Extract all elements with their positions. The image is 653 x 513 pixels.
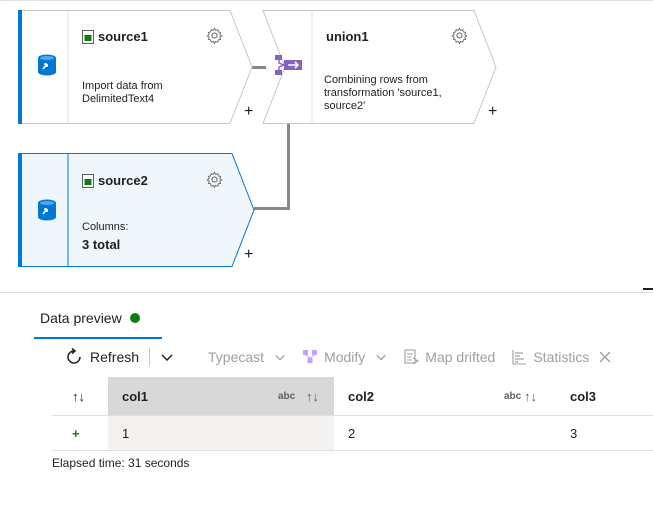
column-type-tag: abc bbox=[278, 391, 296, 402]
chevron-down-icon bbox=[376, 354, 387, 361]
statistics-button[interactable]: Statistics bbox=[511, 349, 589, 365]
tab-data-preview-label: Data preview bbox=[40, 310, 122, 326]
statistics-label: Statistics bbox=[533, 349, 590, 365]
node-source1-shape bbox=[18, 10, 253, 124]
gear-icon[interactable] bbox=[206, 171, 223, 188]
column-header-col2-label: col2 bbox=[348, 388, 375, 404]
refresh-label: Refresh bbox=[90, 349, 140, 365]
column-type-tag: abc bbox=[504, 391, 522, 402]
gear-icon[interactable] bbox=[206, 27, 223, 44]
typecast-button[interactable]: Typecast bbox=[208, 349, 286, 365]
connector-source1-union1 bbox=[252, 66, 266, 69]
node-source1-description: Import data from DelimitedText4 bbox=[82, 80, 163, 106]
column-header-col3-label: col3 bbox=[570, 388, 597, 404]
node-source2-columns-count: 3 total bbox=[82, 237, 121, 252]
map-drifted-icon bbox=[404, 349, 420, 365]
node-union1-description: Combining rows from transformation 'sour… bbox=[324, 74, 442, 113]
node-source1-title: source1 bbox=[98, 29, 148, 44]
node-union1-desc-line3: source2' bbox=[324, 100, 366, 112]
refresh-icon bbox=[67, 347, 81, 364]
dataflow-canvas[interactable]: source1 Import data from DelimitedText4 … bbox=[0, 0, 653, 292]
panel-resize-handle[interactable] bbox=[643, 288, 653, 290]
table-cell-value: 3 bbox=[570, 425, 578, 441]
grid-header-row: ↑↓ col1 abc ↑↓ col2 abc ↑↓ col3 bbox=[52, 377, 653, 416]
table-cell-value: 1 bbox=[122, 425, 130, 441]
node-union1-desc-line2: transformation 'source1, bbox=[324, 87, 442, 99]
node-source2-title: source2 bbox=[98, 173, 148, 188]
union-icon bbox=[275, 55, 302, 75]
elapsed-time: Elapsed time: 31 seconds bbox=[52, 456, 190, 470]
node-source2[interactable]: source2 Columns: 3 total + bbox=[18, 153, 256, 267]
modify-icon bbox=[303, 350, 318, 363]
preview-toolbar: Refresh Typecast Modify Map drifted bbox=[64, 344, 611, 370]
table-cell[interactable]: 2 bbox=[334, 416, 558, 450]
modify-button[interactable]: Modify bbox=[302, 349, 387, 365]
connector-source2-horizontal bbox=[254, 207, 290, 210]
gear-icon[interactable] bbox=[451, 27, 468, 44]
node-source1-title-row: source1 bbox=[82, 29, 148, 44]
top-rule bbox=[0, 0, 653, 1]
map-drifted-button[interactable]: Map drifted bbox=[403, 349, 495, 365]
refresh-button[interactable]: Refresh bbox=[64, 347, 139, 367]
database-icon bbox=[38, 54, 56, 76]
database-icon bbox=[38, 199, 56, 221]
table-row[interactable]: + 1 2 3 bbox=[52, 416, 653, 451]
close-icon[interactable] bbox=[599, 351, 611, 363]
toolbar-separator bbox=[149, 348, 151, 366]
node-source1-accent-bar bbox=[18, 10, 22, 124]
node-source2-accent-bar bbox=[18, 153, 22, 267]
typecast-label: Typecast bbox=[208, 349, 265, 365]
node-union1-title: union1 bbox=[326, 29, 369, 44]
add-transform-button[interactable]: + bbox=[244, 103, 254, 120]
modify-label: Modify bbox=[324, 349, 366, 365]
node-source2-description: Columns: 3 total bbox=[82, 221, 128, 251]
column-header-col1-label: col1 bbox=[122, 388, 149, 404]
tab-active-indicator bbox=[34, 337, 162, 339]
node-source1[interactable]: source1 Import data from DelimitedText4 … bbox=[18, 10, 254, 124]
table-cell[interactable]: 3 bbox=[558, 416, 653, 450]
table-cell[interactable]: 1 bbox=[108, 416, 334, 450]
chevron-down-icon bbox=[275, 354, 285, 361]
connector-source2-vertical bbox=[287, 123, 290, 209]
sort-icon[interactable]: ↑↓ bbox=[72, 388, 85, 404]
sort-icon[interactable]: ↑↓ bbox=[524, 389, 537, 404]
status-dot-icon bbox=[129, 313, 140, 323]
map-drifted-label: Map drifted bbox=[425, 349, 496, 365]
panel-divider[interactable] bbox=[0, 292, 653, 293]
column-header-col1[interactable]: col1 abc ↑↓ bbox=[108, 377, 334, 415]
node-union1-desc-line1: Combining rows from bbox=[324, 74, 428, 86]
sort-icon[interactable]: ↑↓ bbox=[306, 389, 319, 404]
add-transform-button[interactable]: + bbox=[488, 103, 498, 120]
preview-tab-bar: Data preview bbox=[0, 302, 653, 339]
column-header-col3[interactable]: col3 bbox=[558, 377, 653, 415]
node-source1-desc-line1: Import data from bbox=[82, 80, 163, 92]
add-row-icon: + bbox=[72, 425, 80, 441]
column-header-col2[interactable]: col2 abc ↑↓ bbox=[334, 377, 558, 415]
node-union1[interactable]: union1 Combining rows from transformatio… bbox=[262, 10, 498, 124]
statistics-icon bbox=[512, 350, 527, 365]
file-icon bbox=[82, 173, 94, 188]
node-union1-title-row: union1 bbox=[326, 29, 369, 44]
chevron-down-icon[interactable] bbox=[160, 350, 174, 364]
node-source1-desc-line2: DelimitedText4 bbox=[82, 93, 155, 105]
add-transform-button[interactable]: + bbox=[244, 246, 254, 263]
table-cell-value: 2 bbox=[348, 425, 356, 441]
file-icon bbox=[82, 29, 94, 44]
node-source2-columns-label: Columns: bbox=[82, 221, 129, 233]
tab-data-preview[interactable]: Data preview bbox=[40, 310, 140, 326]
node-source2-title-row: source2 bbox=[82, 173, 148, 188]
